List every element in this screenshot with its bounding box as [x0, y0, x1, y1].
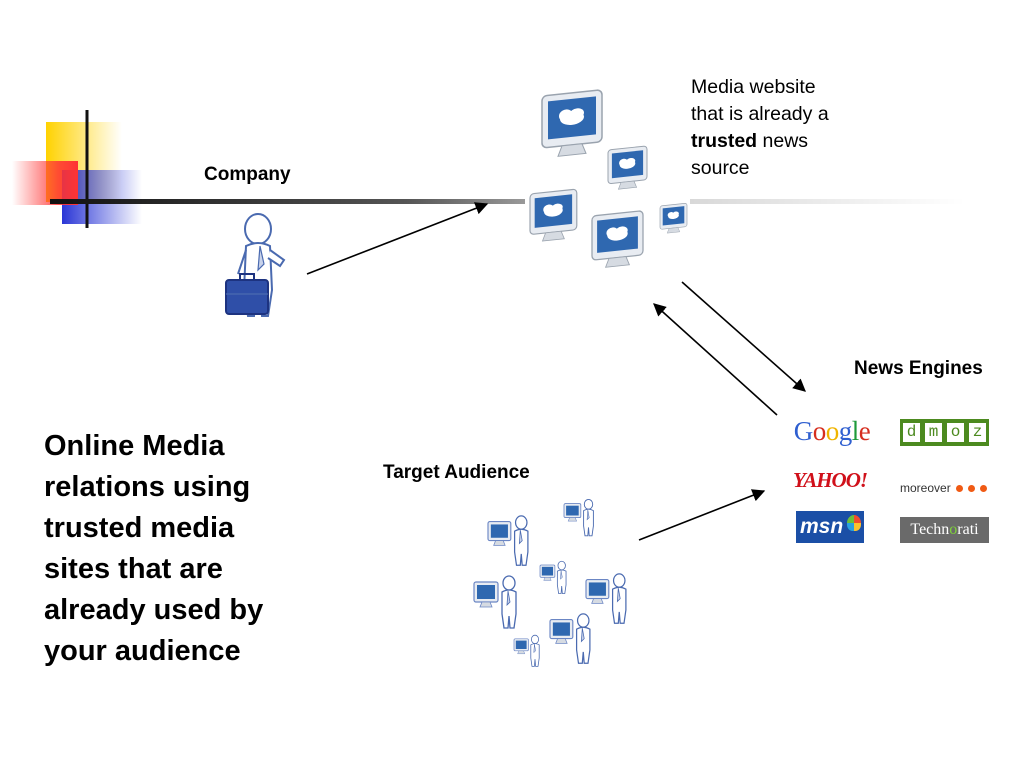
- person-at-computer-icon: [549, 613, 591, 664]
- media-text-line: that is already a: [691, 103, 829, 125]
- target-audience-group: [473, 498, 627, 667]
- person-at-computer-icon: [473, 575, 517, 629]
- headline-line: Online Media: [44, 430, 225, 462]
- computer-monitor-icon: [591, 209, 644, 270]
- computer-monitor-icon: [541, 88, 603, 159]
- person-at-computer-icon: [563, 498, 594, 537]
- media-website-monitors: [529, 88, 688, 270]
- person-at-computer-icon: [539, 560, 567, 594]
- trusted-word: trusted: [691, 130, 758, 152]
- headline-line: your audience: [44, 635, 241, 667]
- headline-line: relations using: [44, 471, 251, 503]
- arrow-company-to-media: [306, 202, 489, 275]
- businessman-with-briefcase-icon: [225, 213, 286, 317]
- computer-monitor-icon: [529, 188, 578, 243]
- computer-monitor-icon: [607, 145, 648, 191]
- headline-line: already used by: [44, 594, 264, 626]
- moreover-text: moreover: [900, 481, 951, 495]
- media-text-line: source: [691, 157, 750, 179]
- person-at-computer-icon: [487, 515, 529, 566]
- red-square: [12, 161, 78, 205]
- msn-text: msn: [800, 515, 844, 538]
- media-text-line: trusted news: [691, 128, 891, 155]
- moreover-logo: moreover: [900, 478, 990, 498]
- target-audience-label: Target Audience: [383, 462, 530, 483]
- media-text-rest: news: [757, 130, 809, 152]
- header-rule-right: [690, 199, 965, 204]
- computer-monitor-icon: [659, 202, 688, 235]
- yahoo-logo: YAHOO!: [792, 467, 868, 492]
- arrow-engines-to-media: [653, 303, 778, 416]
- media-text-line: Media website: [691, 76, 816, 98]
- butterfly-icon: [847, 515, 861, 531]
- arrow-media-to-engines: [681, 281, 806, 392]
- header-rule: [50, 199, 525, 204]
- news-engines-label: News Engines: [854, 358, 983, 379]
- slide-headline: Online Media relations using trusted med…: [44, 426, 344, 672]
- person-at-computer-icon: [513, 634, 540, 667]
- msn-logo: msn: [796, 511, 864, 543]
- arrow-audience-to-engines: [638, 489, 766, 541]
- headline-line: trusted media: [44, 512, 235, 544]
- media-website-description: Media website that is already a trusted …: [691, 74, 891, 182]
- person-at-computer-icon: [585, 573, 627, 624]
- headline-line: sites that are: [44, 553, 223, 585]
- company-label: Company: [204, 164, 291, 185]
